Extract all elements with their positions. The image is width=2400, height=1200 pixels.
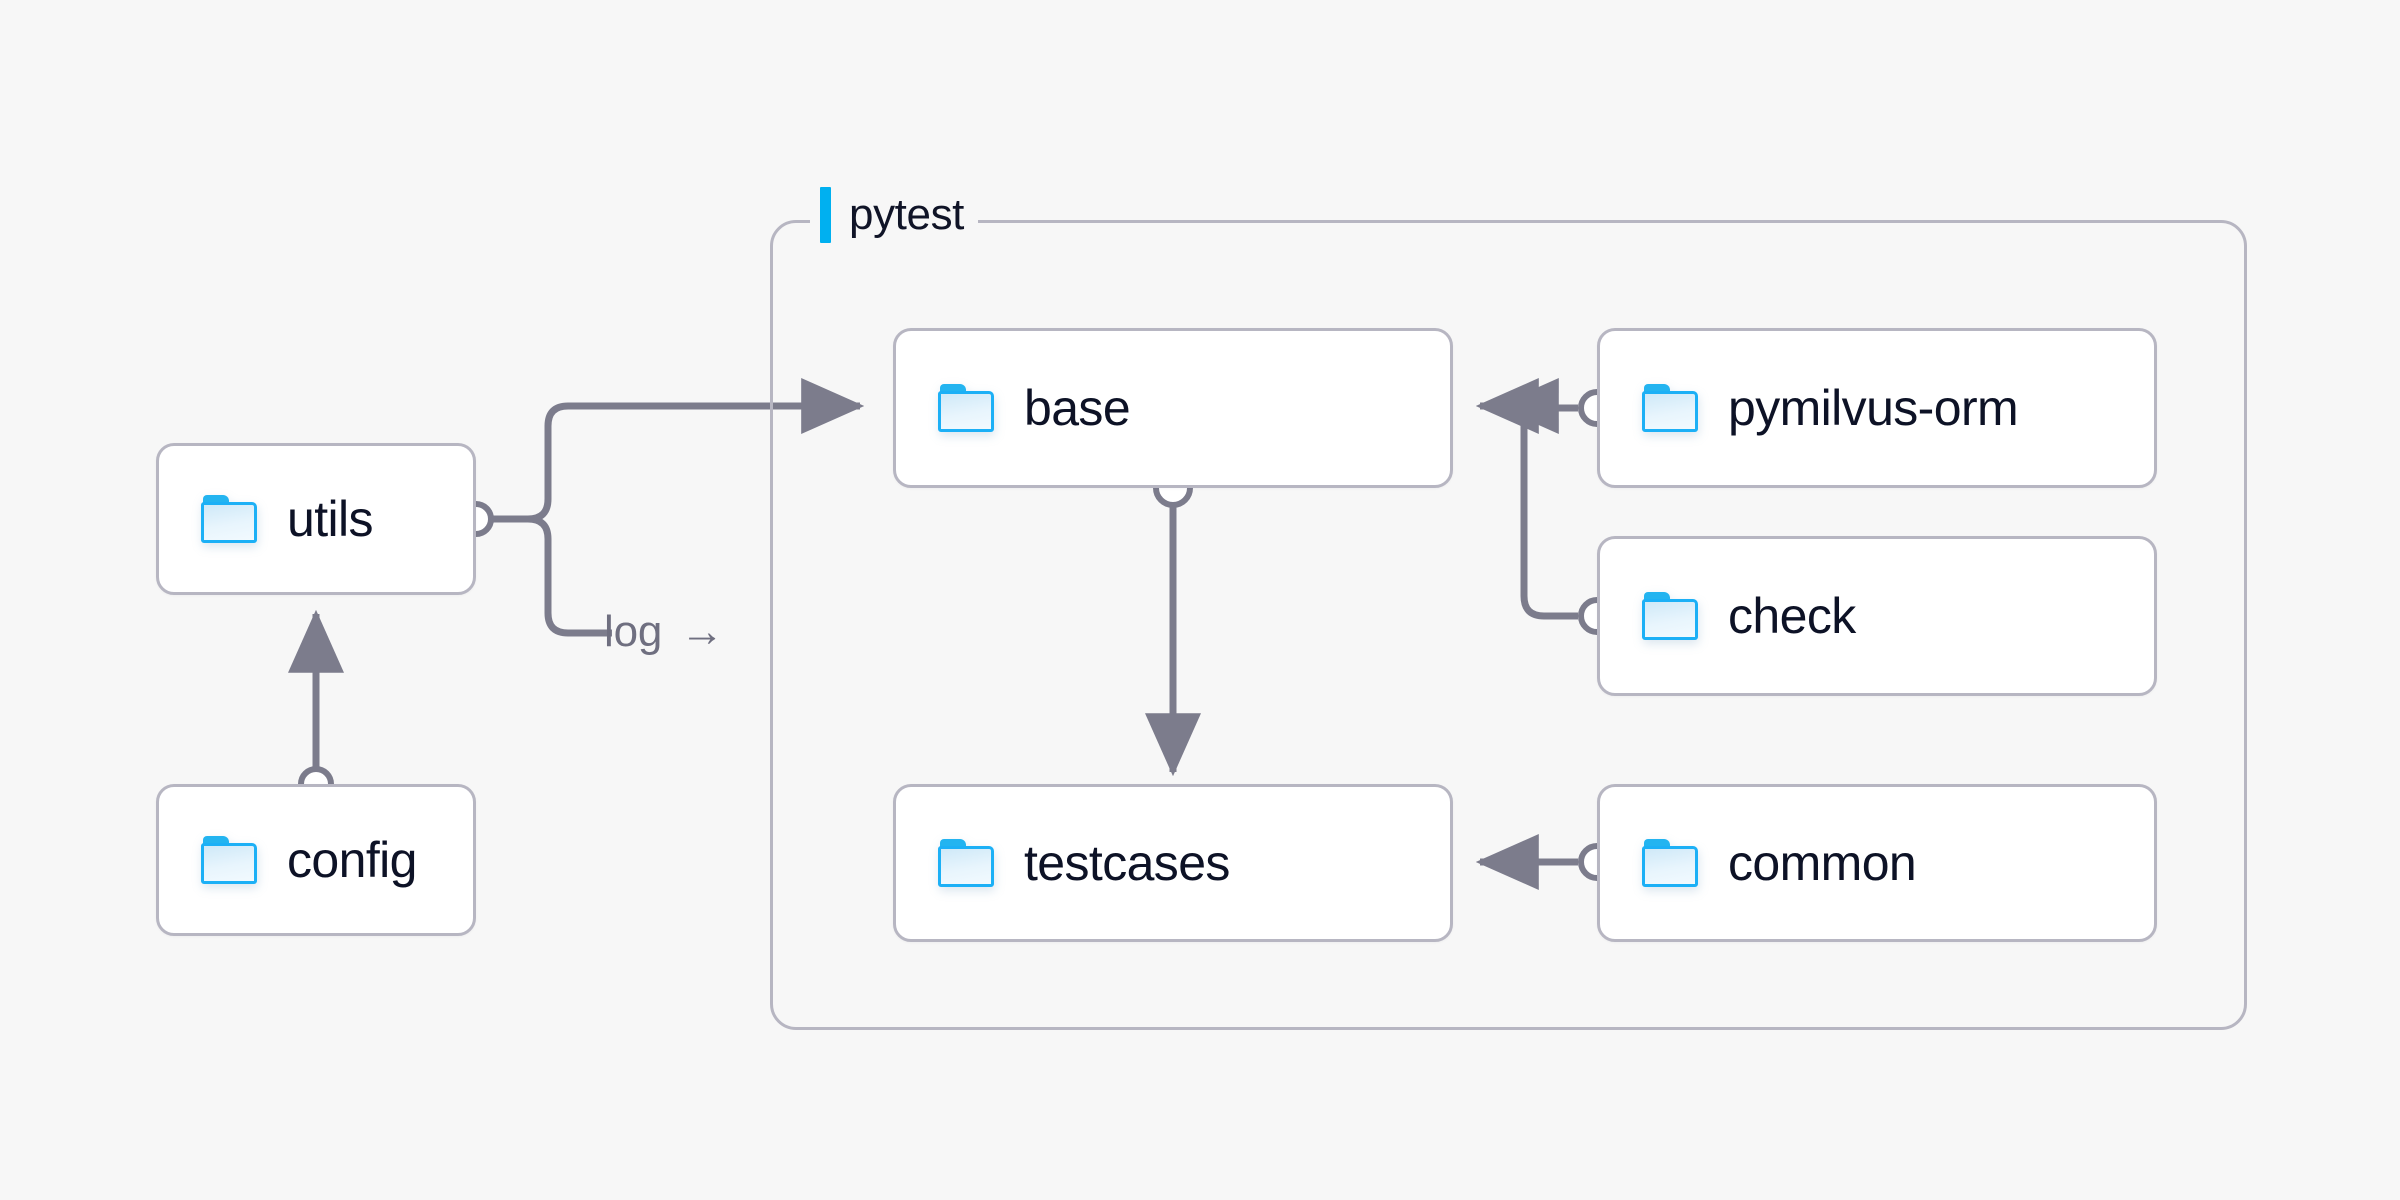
node-config[interactable]: config: [156, 784, 476, 936]
group-title: pytest: [849, 190, 964, 239]
node-check-label: check: [1728, 588, 1856, 644]
edge-label-log: log →: [604, 610, 724, 654]
node-testcases[interactable]: testcases: [893, 784, 1453, 942]
node-testcases-label: testcases: [1024, 835, 1230, 891]
node-utils[interactable]: utils: [156, 443, 476, 595]
accent-bar-icon: [820, 187, 831, 243]
node-check[interactable]: check: [1597, 536, 2157, 696]
node-config-label: config: [287, 832, 417, 888]
folder-icon: [1642, 384, 1698, 432]
arrow-right-icon: →: [680, 607, 724, 656]
node-base[interactable]: base: [893, 328, 1453, 488]
folder-icon: [201, 836, 257, 884]
folder-icon: [938, 839, 994, 887]
edge-utils-log: [492, 515, 612, 637]
folder-icon: [1642, 839, 1698, 887]
node-pymilvus-orm[interactable]: pymilvus-orm: [1597, 328, 2157, 488]
group-pytest[interactable]: [770, 220, 2247, 1030]
node-base-label: base: [1024, 380, 1131, 436]
edge-label-log-text: log: [604, 607, 663, 656]
node-utils-label: utils: [287, 491, 374, 547]
folder-icon: [201, 495, 257, 543]
folder-icon: [938, 384, 994, 432]
node-common-label: common: [1728, 835, 1917, 891]
node-pymilvus-orm-label: pymilvus-orm: [1728, 380, 2019, 436]
group-pytest-label: pytest: [810, 185, 978, 245]
folder-icon: [1642, 592, 1698, 640]
node-common[interactable]: common: [1597, 784, 2157, 942]
